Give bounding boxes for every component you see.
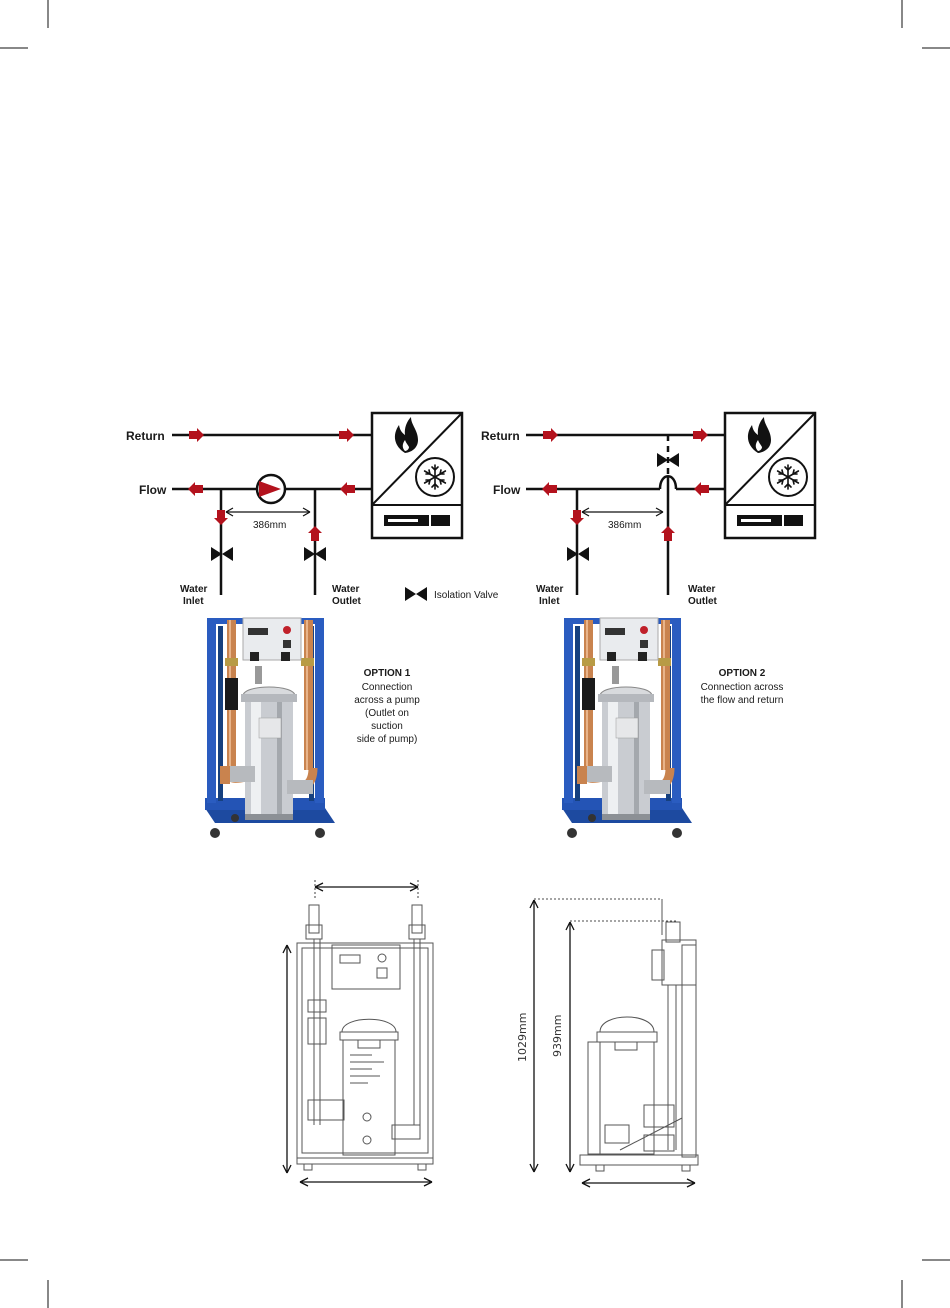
- outlet-label: Water: [332, 584, 360, 595]
- legend-label: Isolation Valve: [434, 590, 499, 601]
- outlet-label: Outlet: [688, 596, 718, 607]
- dimension-386: [226, 508, 310, 516]
- flow-label: Flow: [139, 483, 167, 497]
- front-view-drawing: [283, 880, 433, 1186]
- dimension-386: [582, 508, 663, 516]
- return-arrow: [339, 428, 354, 442]
- pump-icon: [257, 475, 285, 503]
- option-text: Connection across: [701, 682, 784, 693]
- filter-skid-illustration: [562, 618, 692, 838]
- return-arrow: [189, 428, 204, 442]
- pipework: [172, 435, 372, 595]
- filter-skid-illustration: [205, 618, 335, 838]
- outlet-label: Water: [688, 584, 716, 595]
- option-text: the flow and return: [701, 695, 784, 706]
- option-text: across a pump: [354, 695, 420, 706]
- legend: Isolation Valve: [405, 587, 499, 601]
- boiler-unit: [725, 413, 815, 538]
- option-text: Connection: [362, 682, 413, 693]
- flow-arrow: [542, 482, 557, 496]
- return-arrow: [693, 428, 708, 442]
- option-1-schematic: Return Flow 386mm Water Inlet Water: [126, 413, 462, 838]
- flow-arrow: [340, 482, 355, 496]
- return-label: Return: [481, 429, 520, 443]
- inlet-label: Water: [536, 584, 564, 595]
- flow-arrow: [188, 482, 203, 496]
- isolation-valve-icon: [405, 587, 427, 601]
- option-title: OPTION 1: [364, 668, 411, 679]
- return-label: Return: [126, 429, 165, 443]
- return-arrow: [543, 428, 558, 442]
- outlet-arrow: [308, 526, 322, 541]
- outlet-arrow: [661, 526, 675, 541]
- inlet-label: Water: [180, 584, 208, 595]
- flow-arrow: [694, 482, 709, 496]
- dimension-label: 386mm: [608, 520, 641, 531]
- outlet-label: Outlet: [332, 596, 362, 607]
- boiler-unit: [372, 413, 462, 538]
- pipework: [526, 435, 725, 595]
- option-text: side of pump): [357, 734, 418, 745]
- flow-label: Flow: [493, 483, 521, 497]
- body-height-label: 939mm: [551, 1015, 564, 1057]
- overall-height-label: 1029mm: [516, 1013, 529, 1062]
- isolation-valve-icon: [657, 453, 679, 467]
- option-text: (Outlet on: [365, 708, 409, 719]
- dimension-label: 386mm: [253, 520, 286, 531]
- inlet-label: Inlet: [539, 596, 560, 607]
- option-2-schematic: Return Flow 386mm Water Inlet Water Outl…: [481, 413, 815, 838]
- inlet-label: Inlet: [183, 596, 204, 607]
- option-title: OPTION 2: [719, 668, 766, 679]
- option-text: suction: [371, 721, 403, 732]
